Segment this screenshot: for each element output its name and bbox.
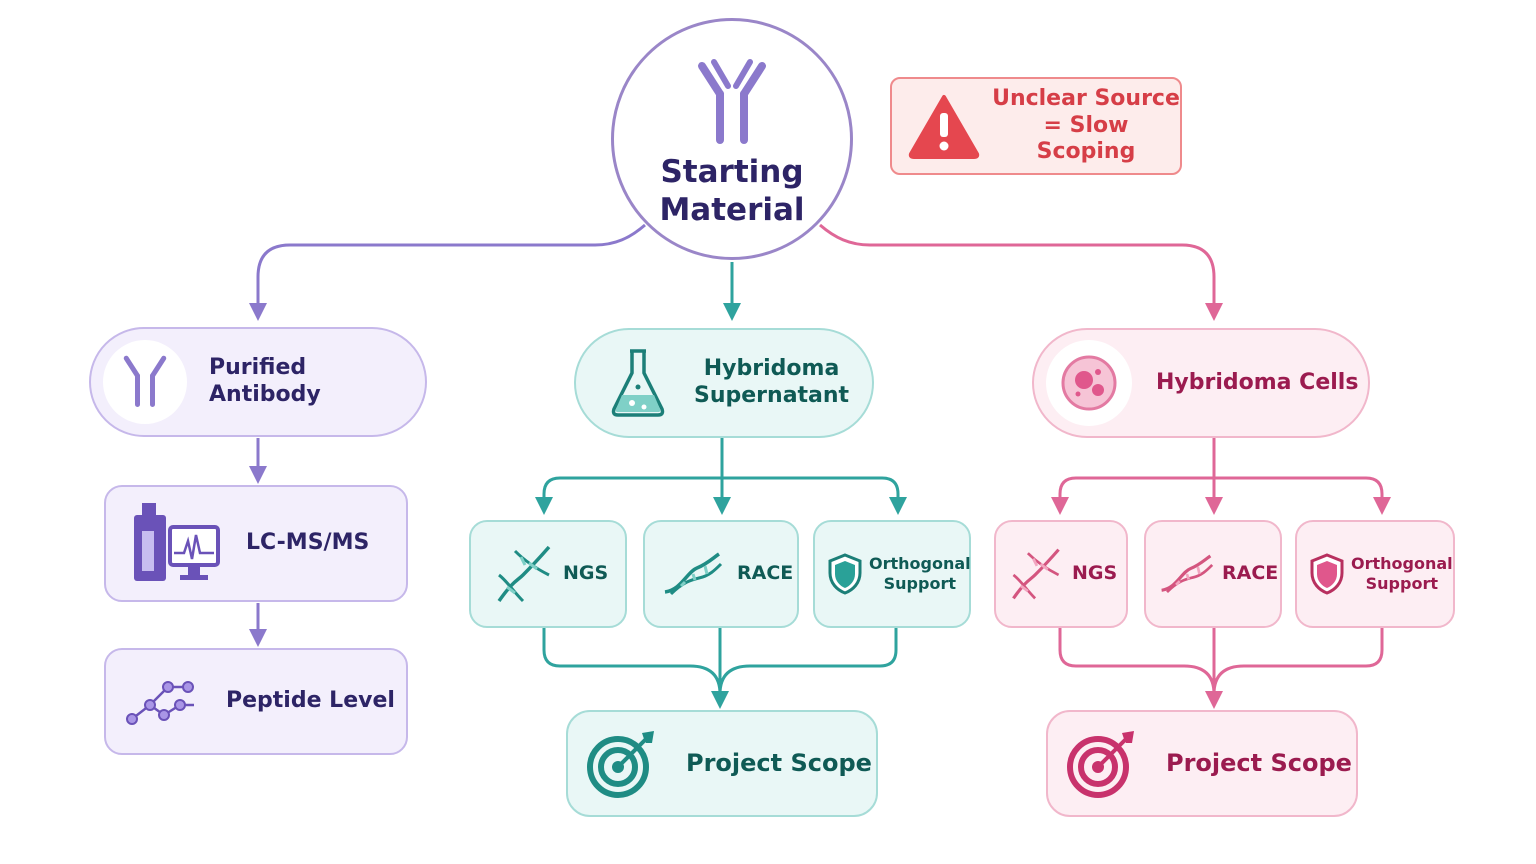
- cell-icon-badge: [1046, 340, 1132, 426]
- supernatant-label-line1: Hybridoma: [703, 356, 840, 382]
- teal-orthogonal-line1: Orthogonal: [869, 554, 971, 574]
- warning-line2: = Slow Scoping: [1036, 112, 1136, 165]
- peptide-level-label: Peptide Level: [226, 688, 395, 714]
- antibody-icon: [123, 355, 167, 407]
- pink-orthogonal-line2: Support: [1365, 574, 1438, 593]
- pink-project-scope-label: Project Scope: [1166, 748, 1352, 777]
- cell-icon: [1061, 355, 1117, 411]
- warning-line1: Unclear Source: [992, 85, 1180, 111]
- pink-ngs-label: NGS: [1072, 562, 1118, 585]
- teal-orthogonal-node: Orthogonal Support: [813, 520, 971, 628]
- pink-orthogonal-node: Orthogonal Support: [1295, 520, 1455, 628]
- hybridoma-cells-node: Hybridoma Cells: [1032, 328, 1370, 438]
- dna-icon: [497, 545, 551, 603]
- dna-icon: [1012, 548, 1060, 600]
- root-node: Starting Material: [611, 18, 853, 260]
- purified-antibody-node: Purified Antibody: [89, 327, 427, 437]
- warning-icon: [908, 95, 980, 159]
- pink-ngs-node: NGS: [994, 520, 1128, 628]
- peptide-level-node: Peptide Level: [104, 648, 408, 755]
- root-title-line2: Material: [659, 192, 805, 228]
- connector-root-cells: [819, 223, 1223, 321]
- shield-icon: [1310, 553, 1344, 595]
- teal-orthogonal-line2: Support: [883, 574, 956, 593]
- teal-race-node: RACE: [643, 520, 799, 628]
- antibody-icon: [698, 59, 766, 145]
- dna-icon: [1161, 554, 1214, 594]
- flask-icon: [611, 349, 665, 417]
- teal-race-label: RACE: [737, 562, 794, 585]
- pink-race-label: RACE: [1222, 562, 1279, 585]
- teal-project-scope-label: Project Scope: [686, 748, 872, 777]
- connector-cells-split: [1058, 438, 1384, 504]
- pink-race-node: RACE: [1144, 520, 1282, 628]
- dna-icon: [664, 552, 723, 596]
- root-title-line1: Starting: [660, 154, 804, 191]
- target-icon: [1067, 730, 1134, 798]
- peptide-icon: [126, 680, 194, 725]
- lcms-node: LC-MS/MS: [104, 485, 408, 602]
- connector-teal-merge: [542, 628, 898, 695]
- connector-root-purified: [249, 223, 646, 321]
- target-icon: [587, 730, 654, 798]
- teal-project-scope-node: Project Scope: [566, 710, 878, 817]
- hybridoma-supernatant-node: Hybridoma Supernatant: [574, 328, 874, 438]
- pink-orthogonal-line1: Orthogonal: [1351, 554, 1453, 574]
- hybridoma-cells-label: Hybridoma Cells: [1156, 369, 1359, 395]
- teal-ngs-label: NGS: [563, 562, 609, 585]
- connector-pink-merge: [1058, 628, 1384, 695]
- antibody-icon-badge: [103, 340, 187, 424]
- teal-ngs-node: NGS: [469, 520, 627, 628]
- pink-project-scope-node: Project Scope: [1046, 710, 1358, 817]
- lcms-label: LC-MS/MS: [246, 530, 370, 556]
- instrument-icon: [134, 502, 220, 581]
- shield-icon: [828, 553, 862, 595]
- purified-antibody-label: Purified Antibody: [209, 355, 321, 407]
- warning-box: Unclear Source = Slow Scoping: [890, 77, 1182, 175]
- connector-supernatant-split: [542, 438, 900, 504]
- supernatant-label-line2: Supernatant: [694, 383, 850, 408]
